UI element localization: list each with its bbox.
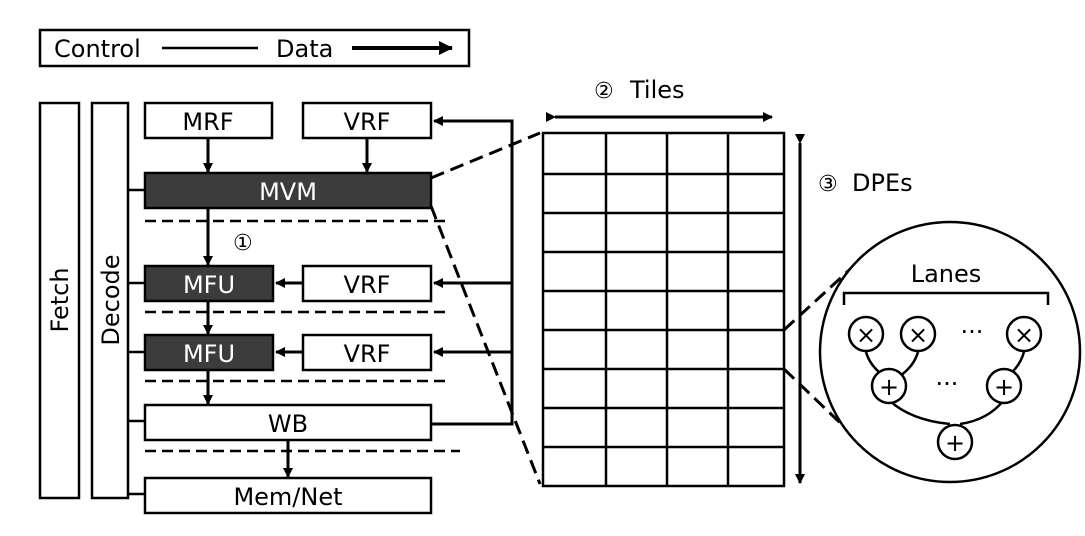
decode-block	[90, 101, 130, 500]
fetch-block	[38, 101, 81, 500]
zoom-lines-mvm	[429, 131, 542, 485]
vrf1-label: VRF	[344, 271, 391, 299]
memnet-label: Mem/Net	[233, 483, 342, 511]
dpes-label: DPEs	[852, 169, 913, 197]
tiles-grid	[541, 131, 786, 488]
decode-label: Decode	[97, 254, 125, 345]
adder-symbol-root: +	[945, 429, 965, 457]
adder-node-root	[936, 423, 974, 461]
multiplier-ellipsis: ···	[961, 318, 984, 346]
marker-3: ③	[818, 172, 838, 197]
marker-2: ②	[594, 79, 614, 104]
adder-symbol-2: +	[994, 373, 1014, 401]
legend: Control Data	[38, 28, 471, 68]
dpes-dimension: ③ DPEs	[795, 134, 913, 484]
mrf-label: MRF	[182, 108, 233, 136]
wb-block	[143, 403, 433, 442]
multiplier-node-3	[1005, 315, 1043, 353]
stage-separators	[145, 219, 460, 453]
vrf2-block	[301, 333, 433, 372]
vrf-top-block	[301, 101, 433, 140]
mvm-label: MVM	[259, 178, 317, 206]
adder-node-2	[985, 367, 1023, 405]
vrf1-block	[301, 264, 433, 303]
mfu2-label: MFU	[183, 340, 235, 368]
lanes-label: Lanes	[911, 260, 982, 288]
tiles-dimension: ② Tiles	[546, 76, 773, 122]
multiplier-symbol-3: ×	[1014, 321, 1034, 349]
lanes-bracket	[842, 291, 1050, 305]
fetch-label: Fetch	[46, 267, 74, 332]
vrf-top-label: VRF	[344, 108, 391, 136]
legend-data-label: Data	[276, 35, 333, 63]
adder-ellipsis: ···	[936, 370, 959, 398]
multiplier-symbol-1: ×	[856, 321, 876, 349]
adder-symbol-1: +	[879, 373, 899, 401]
control-lines	[128, 188, 145, 496]
lanes-detail: Lanes × × ··· × + ··· + +	[818, 220, 1082, 484]
data-arrows	[203, 138, 372, 478]
vrf2-label: VRF	[344, 340, 391, 368]
mvm-block	[143, 171, 433, 210]
multiplier-symbol-2: ×	[908, 321, 928, 349]
legend-control-label: Control	[54, 35, 141, 63]
memnet-block	[143, 476, 433, 515]
multiplier-node-1	[847, 315, 885, 353]
multiplier-node-2	[899, 315, 937, 353]
writeback-bus	[431, 116, 514, 426]
marker-1: ①	[233, 231, 253, 256]
adder-node-1	[870, 367, 908, 405]
wb-label: WB	[268, 410, 308, 438]
tiles-label: Tiles	[629, 76, 685, 104]
mfu1-label: MFU	[183, 271, 235, 299]
